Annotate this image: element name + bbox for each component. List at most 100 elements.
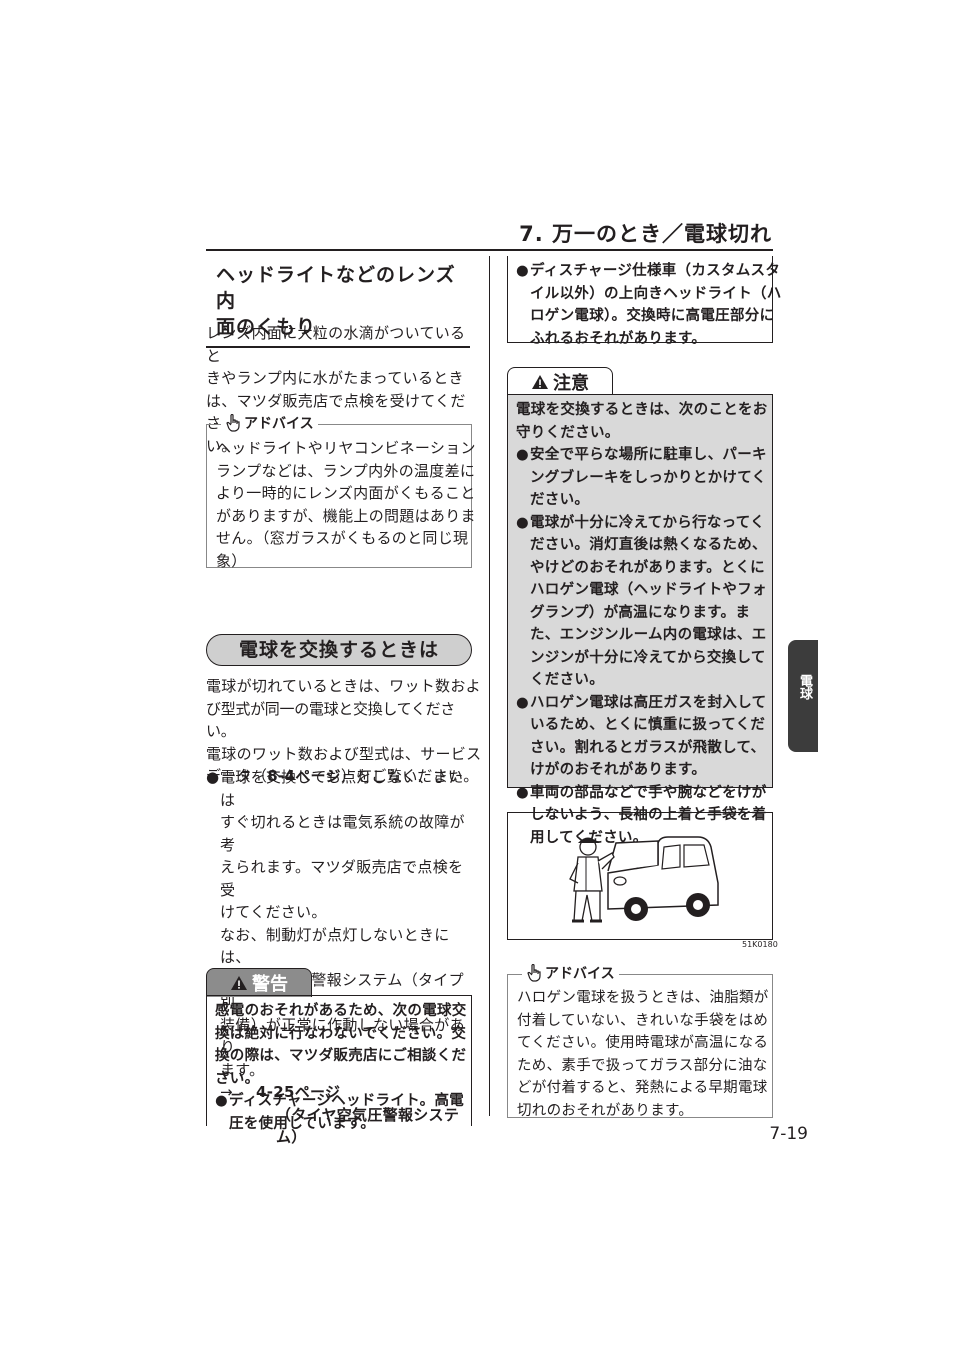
advice-line: どが付着すると、発熱による早期電球	[517, 1080, 768, 1096]
list-line: イル以外）の上向きヘッドライト（ハ	[530, 285, 782, 302]
bulb-replace-paragraph: 電球が切れているときは、ワット数およ び型式が同一の電球と交換してください。 電…	[206, 675, 482, 788]
list-item: ● 安全で平らな場所に駐車し、パーキ ングブレーキをしっかりとかけてく ださい。	[516, 444, 772, 512]
ref-prefix: データ（	[206, 767, 268, 785]
paragraph-line: は、マツダ販売店で点検を受けてくださ	[206, 391, 466, 433]
list-line: ロゲン電球）。交換時に高電圧部分に	[530, 308, 775, 324]
list-line: ハロゲン電球（ヘッドライトやフォ	[530, 582, 767, 598]
list-line: ディスチャージ仕様車（カスタムスタ	[530, 263, 781, 279]
warning-box-continued: ● ディスチャージ仕様車（カスタムスタ イル以外）の上向きヘッドライト（ハ ロゲ…	[507, 256, 781, 347]
list-line: ください。	[530, 672, 604, 688]
list-line: やけどのおそれがあります。とくに	[530, 559, 765, 576]
list-line: ふれるおそれがあります。	[530, 330, 707, 347]
ref-suffix: ）をご覧ください。	[340, 767, 479, 785]
list-line: さい。割れるとガラスが飛散して、	[530, 739, 766, 756]
advice-line: 付着していない、きれいな手袋をはめ	[517, 1012, 769, 1029]
list-line: えられます。マツダ販売店で点検を受	[220, 858, 464, 899]
caution-line: 守りください。	[516, 424, 620, 441]
ref-title: （タイヤ空気圧警報システム）	[276, 1105, 460, 1147]
paragraph-line: レンズ内面に大粒の水滴がついていると	[206, 324, 466, 365]
caution-badge: 注意	[507, 367, 613, 396]
list-line: 車両の部品などで手や腕などをけが	[530, 784, 767, 801]
warning-triangle-icon	[231, 976, 247, 990]
chapter-tab-label: 電球	[797, 674, 812, 700]
list-item: ● ハロゲン電球は高圧ガスを封入して いるため、とくに慎重に扱ってくだ さい。割…	[516, 692, 772, 782]
ref-page: 4-25ページ	[255, 1083, 341, 1101]
list-line: ングブレーキをしっかりとかけてく	[530, 469, 767, 486]
list-line: 安全で平らな場所に駐車し、パーキ	[530, 447, 767, 463]
heading-underline	[206, 346, 470, 348]
list-line: た、エンジンルーム内の電球は、エ	[530, 627, 767, 643]
caution-text: 電球を交換するときは、次のことをお 守りください。 ● 安全で平らな場所に駐車し…	[516, 399, 772, 849]
warning-line: さい。	[215, 1070, 260, 1087]
advice-title-text: アドバイス	[545, 966, 615, 982]
list-line: いるため、とくに慎重に扱ってくだ	[530, 717, 766, 733]
list-line: 装備）が正常に作動しない場合があり	[220, 1015, 465, 1057]
list-line: ださい。消灯直後は熱くなるため、	[530, 537, 767, 553]
list-line: 圧を使用しています。	[229, 1115, 376, 1132]
advice-line: ハロゲン電球を扱うときは、油脂類が	[517, 990, 769, 1006]
advice-line: てください。使用時電球が高温になる	[517, 1035, 769, 1051]
chapter-tab[interactable]: 電球	[788, 640, 818, 752]
warning-line: 換の際は、マツダ販売店にご相談くだ	[215, 1048, 467, 1064]
bullet-dot: ●	[206, 768, 220, 786]
paragraph-line: 電球が切れているときは、ワット数およ	[206, 677, 481, 695]
illustration-frame	[507, 812, 773, 940]
list-line: 用してください。	[530, 829, 648, 846]
paragraph-line: び型式が同一の電球と交換してください。	[206, 699, 456, 741]
warning-box: 感電のおそれがあるため、次の電球交 換は絶対に行なわないでください。交 換の際は…	[206, 995, 472, 1132]
warning-text: 感電のおそれがあるため、次の電球交 換は絶対に行なわないでください。交 換の際は…	[215, 1000, 471, 1135]
caution-label: 注意	[553, 373, 589, 394]
advice-line: ランプなどは、ランプ内外の温度差に	[216, 461, 476, 480]
column-divider	[489, 256, 490, 1116]
advice-line: ヘッドライトやリヤコンビネーション	[216, 439, 476, 457]
list-line: なお、制動灯が点灯しないときには、	[220, 925, 450, 967]
cross-reference: → 4-25ページ	[220, 1081, 476, 1104]
advice-text: ヘッドライトやリヤコンビネーション ランプなどは、ランプ内外の温度差に より一時…	[216, 437, 476, 572]
warning-label: 警告	[252, 974, 288, 995]
advice-line: せん。（窓ガラスがくもるのと同じ現	[216, 529, 469, 547]
bullet-dot: ●	[516, 447, 529, 463]
advice-line: 象）	[216, 551, 247, 570]
heading-line-2: 面のくもり	[216, 316, 317, 338]
section-heading-bulb-replace: 電球を交換するときは	[206, 634, 472, 666]
list-line: けてください。	[220, 903, 327, 921]
hand-point-icon	[527, 964, 541, 982]
list-line: ださい。	[530, 492, 590, 508]
paragraph-line: い。	[206, 436, 237, 455]
advice-line: より一時的にレンズ内面がくもること	[216, 484, 476, 502]
advice-title: アドバイス	[221, 413, 318, 433]
list-line: 電球が十分に冷えてから行なってく	[530, 514, 765, 531]
paragraph-line: きやランプ内に水がたまっているとき	[206, 369, 464, 387]
advice-title: アドバイス	[522, 963, 619, 983]
list-line: すぐ切れるときは電気系統の故障が考	[220, 813, 465, 854]
list-item: ● ディスチャージ仕様車（カスタムスタ イル以外）の上向きヘッドライト（ハ ロゲ…	[516, 260, 786, 350]
bullet-dot: ●	[516, 514, 529, 531]
section-heading-lens-fog: ヘッドライトなどのレンズ内 面のくもり	[206, 260, 470, 348]
page-reference: 8-4ページ	[267, 767, 341, 785]
figure-code: 51K0180	[742, 940, 778, 949]
list-line: ます。	[220, 1060, 265, 1079]
mechanic-car-illustration	[569, 836, 719, 923]
hand-point-icon	[226, 414, 240, 432]
list-line: ハロゲン電球は高圧ガスを封入して	[530, 694, 767, 711]
list-item: ● 車両の部品などで手や腕などをけが しないよう、長袖の上着と手袋を着 用してく…	[516, 782, 772, 850]
advice-box: アドバイス ヘッドライトやリヤコンビネーション ランプなどは、ランプ内外の温度差…	[206, 413, 476, 570]
page-header-title: 7. 万一のとき／電球切れ	[519, 222, 772, 246]
page-number: 7-19	[769, 1124, 808, 1144]
list-line: ディスチャージヘッドライト。高電	[229, 1093, 465, 1109]
warning-line: 換は絶対に行なわないでください。交	[215, 1025, 467, 1042]
advice-box: アドバイス ハロゲン電球を扱うときは、油脂類が 付着していない、きれいな手袋をは…	[507, 963, 773, 1119]
header-rule	[206, 249, 773, 251]
list-line: しないよう、長袖の上着と手袋を着	[530, 807, 767, 823]
caution-box: 電球を交換するときは、次のことをお 守りください。 ● 安全で平らな場所に駐車し…	[507, 394, 773, 846]
bullet-dot: ●	[516, 263, 529, 279]
caution-line: 電球を交換するときは、次のことをお	[516, 402, 768, 418]
list-item: ● 電球が十分に冷えてから行なってく ださい。消灯直後は熱くなるため、 やけどの…	[516, 512, 772, 692]
advice-line: 切れのおそれがあります。	[517, 1102, 694, 1119]
lens-fog-paragraph: レンズ内面に大粒の水滴がついていると きやランプ内に水がたまっているとき は、マ…	[206, 322, 476, 457]
list-line: グランプ）が高温になります。ま	[530, 604, 751, 621]
bullet-dot: ●	[516, 694, 529, 711]
paragraph-line: 電球のワット数および型式は、サービス	[206, 744, 482, 763]
advice-text: ハロゲン電球を扱うときは、油脂類が 付着していない、きれいな手袋をはめ てくださ…	[517, 987, 777, 1122]
bullet-dot: ●	[516, 784, 529, 801]
